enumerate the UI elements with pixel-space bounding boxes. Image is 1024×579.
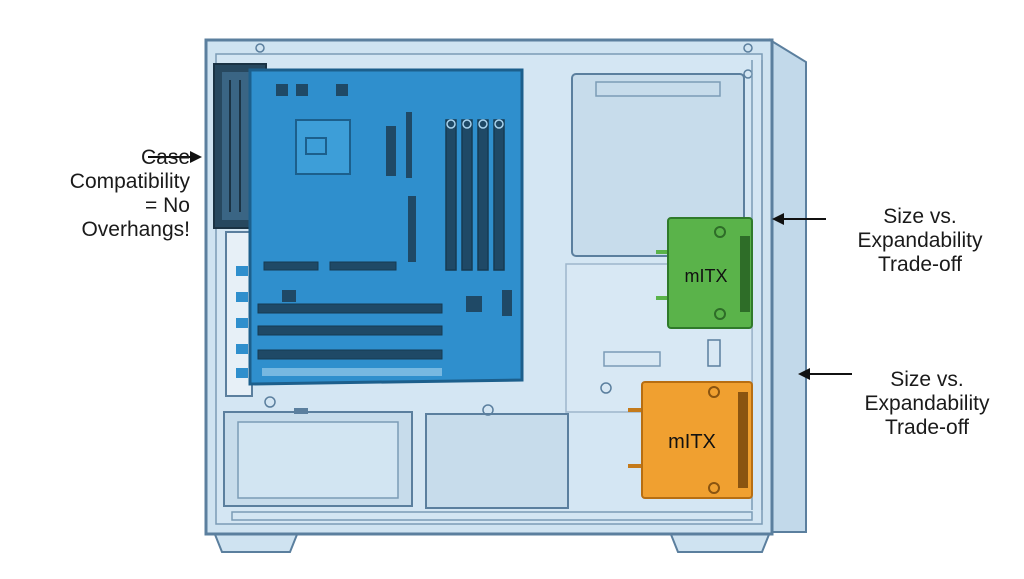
annotation-size-expandability-top: Size vs. Expandability Trade-off [857, 205, 983, 276]
expansion-slot-bracket [225, 231, 253, 397]
arrow-right-bottom [798, 368, 852, 380]
orange-mitx-board: mITX [628, 381, 753, 499]
psu-shroud [223, 382, 753, 521]
motherboard [248, 68, 524, 386]
cpu-socket [295, 119, 351, 175]
arrow-right-top [772, 213, 826, 225]
green-board-label: mITX [685, 266, 728, 286]
annotation-size-expandability-bottom: Size vs. Expandability Trade-off [864, 368, 990, 439]
annotation-case-compatibility: Case Compatibility = No Overhangs! [69, 146, 190, 241]
arrow-left [148, 151, 202, 163]
pcie-slots [257, 261, 443, 360]
green-mitx-board: mITX [656, 217, 753, 329]
orange-board-label: mITX [668, 431, 716, 453]
